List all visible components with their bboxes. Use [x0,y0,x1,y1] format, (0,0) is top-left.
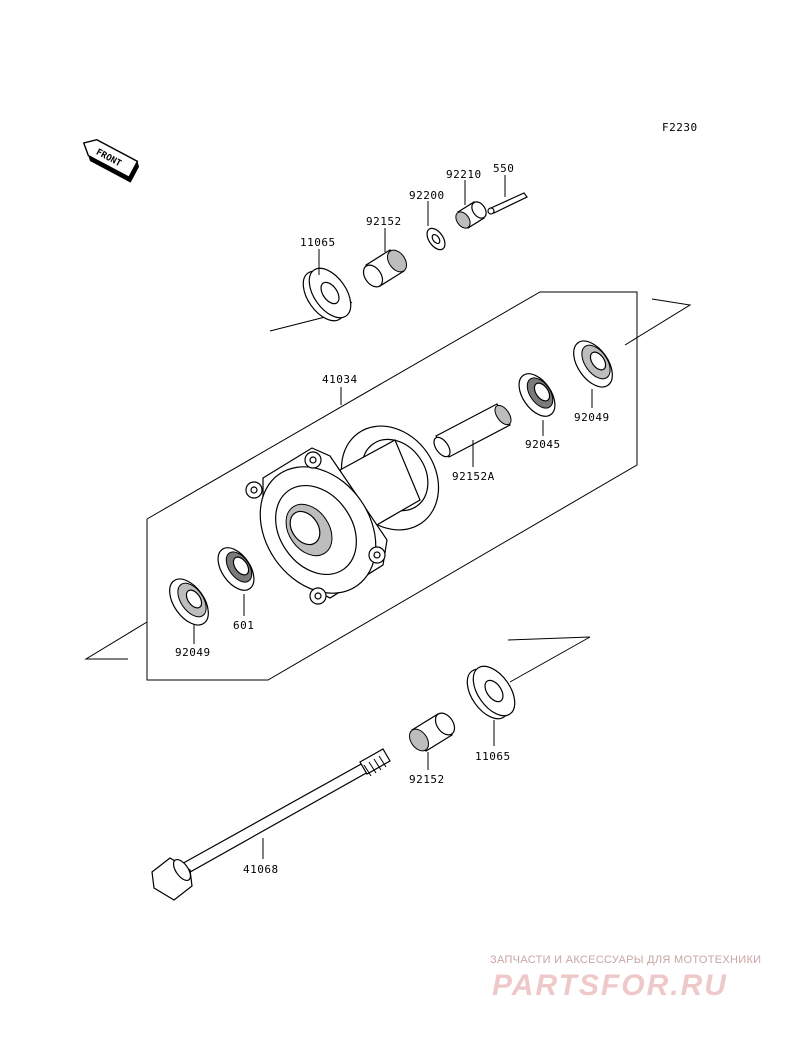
front-arrow-icon: FRONT [82,138,140,183]
label-601: 601 [233,619,254,632]
diagram-code: F2230 [662,121,698,134]
label-92152-bottom: 92152 [409,773,445,786]
seal-cap-top [302,267,352,322]
label-92049-left: 92049 [175,646,211,659]
cotter-pin-550 [487,192,528,215]
collar-top [362,249,408,288]
axis-line-lower-left [84,621,148,660]
washer-92200 [426,227,446,251]
axis-line-upper-right [624,298,692,346]
collar-bottom [408,712,456,752]
label-92200: 92200 [409,189,445,202]
hub-boundary [146,291,638,681]
bearing-92045 [518,373,556,417]
label-92152A: 92152A [452,470,495,483]
watermark-tagline: ЗАПЧАСТИ И АКСЕССУАРЫ ДЛЯ МОТОТЕХНИКИ [490,954,761,966]
axis-line-lower-right [507,636,591,683]
wheel-hub-41034 [245,425,440,605]
axle-41068 [151,748,391,901]
label-92210: 92210 [446,168,482,181]
oil-seal-right [573,340,613,388]
bearing-601 [217,547,255,591]
oil-seal-left [169,578,209,626]
label-92049-right: 92049 [574,411,610,424]
label-92045: 92045 [525,438,561,451]
label-11065-top: 11065 [300,236,336,249]
distance-collar-92152A [433,403,512,458]
label-550: 550 [493,162,514,175]
label-41034: 41034 [322,373,358,386]
castle-nut-92210 [455,201,487,229]
label-11065-bottom: 11065 [475,750,511,763]
label-92152-top: 92152 [366,215,402,228]
watermark-logo: PARTSFOR.RU [492,969,728,1002]
seal-cap-bottom [466,665,516,720]
label-41068: 41068 [243,863,279,876]
